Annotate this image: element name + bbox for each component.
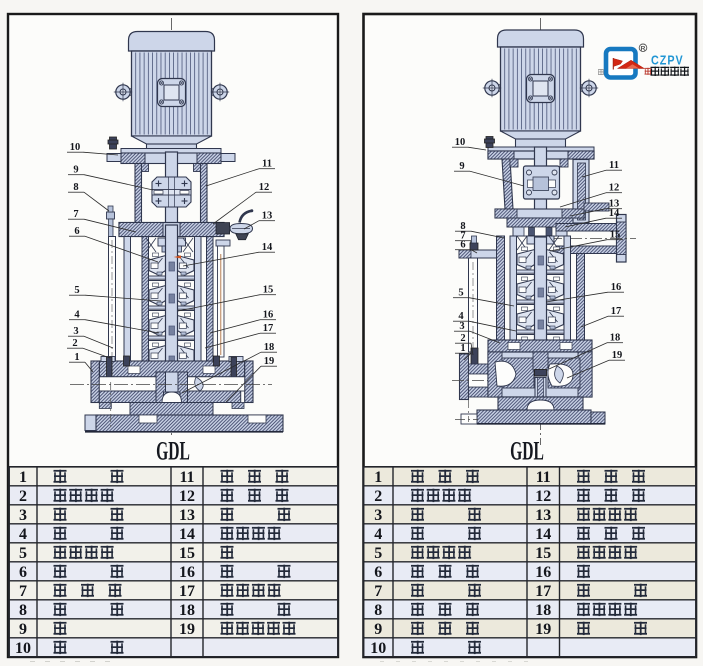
svg-text:14: 14 (609, 208, 620, 219)
svg-text:2: 2 (72, 338, 77, 349)
svg-text:8: 8 (19, 602, 27, 619)
svg-text:4: 4 (19, 526, 27, 543)
svg-text:16: 16 (611, 282, 622, 293)
svg-text:12: 12 (179, 488, 195, 505)
svg-text:1: 1 (374, 469, 382, 486)
svg-text:CZPV: CZPV (651, 52, 684, 67)
svg-text:GDL: GDL (156, 436, 190, 465)
svg-text:4: 4 (458, 311, 464, 322)
svg-text:9: 9 (374, 621, 382, 638)
svg-text:19: 19 (264, 356, 275, 367)
svg-text:2: 2 (374, 488, 382, 505)
svg-text:3: 3 (19, 507, 27, 524)
svg-text:19: 19 (179, 621, 195, 638)
svg-text:9: 9 (19, 621, 27, 638)
svg-text:18: 18 (264, 342, 275, 353)
svg-text:10: 10 (370, 640, 386, 657)
svg-text:9: 9 (73, 165, 78, 176)
svg-text:6: 6 (19, 564, 27, 581)
svg-text:14: 14 (535, 526, 551, 543)
svg-text:8: 8 (374, 602, 382, 619)
svg-text:16: 16 (263, 310, 274, 321)
svg-text:R: R (641, 46, 646, 53)
svg-text:13: 13 (262, 211, 273, 222)
svg-text:16: 16 (535, 564, 551, 581)
svg-text:1: 1 (74, 352, 79, 363)
svg-text:15: 15 (535, 545, 551, 562)
svg-text:10: 10 (70, 142, 81, 153)
svg-text:6: 6 (374, 564, 382, 581)
svg-text:5: 5 (19, 545, 27, 562)
svg-text:10: 10 (455, 137, 466, 148)
svg-text:14: 14 (262, 242, 273, 253)
svg-text:15: 15 (263, 285, 274, 296)
svg-text:GDL: GDL (510, 436, 544, 465)
svg-text:15: 15 (179, 545, 195, 562)
svg-text:15: 15 (610, 230, 621, 241)
svg-text:1: 1 (460, 343, 465, 354)
svg-text:14: 14 (179, 526, 195, 543)
svg-text:3: 3 (374, 507, 382, 524)
svg-text:8: 8 (73, 182, 78, 193)
svg-text:3: 3 (73, 326, 78, 337)
svg-text:7: 7 (460, 231, 465, 242)
svg-text:18: 18 (535, 602, 551, 619)
svg-text:8: 8 (460, 221, 465, 232)
svg-text:17: 17 (263, 323, 274, 334)
svg-text:6: 6 (460, 240, 465, 251)
svg-text:17: 17 (179, 583, 195, 600)
svg-text:5: 5 (74, 285, 79, 296)
svg-text:13: 13 (179, 507, 195, 524)
svg-text:17: 17 (611, 306, 622, 317)
svg-text:12: 12 (535, 488, 551, 505)
svg-text:12: 12 (259, 182, 270, 193)
svg-text:4: 4 (374, 526, 382, 543)
svg-text:4: 4 (74, 310, 80, 321)
svg-text:5: 5 (458, 288, 463, 299)
svg-text:18: 18 (610, 333, 621, 344)
svg-text:18: 18 (179, 602, 195, 619)
svg-text:17: 17 (535, 583, 551, 600)
svg-text:11: 11 (179, 469, 194, 486)
svg-text:3: 3 (459, 321, 464, 332)
svg-text:11: 11 (536, 469, 551, 486)
svg-text:11: 11 (262, 159, 272, 170)
svg-text:7: 7 (374, 583, 382, 600)
svg-text:16: 16 (179, 564, 195, 581)
svg-text:2: 2 (460, 333, 465, 344)
svg-text:13: 13 (609, 199, 620, 210)
svg-text:9: 9 (459, 161, 464, 172)
svg-text:13: 13 (535, 507, 551, 524)
svg-text:11: 11 (609, 160, 619, 171)
svg-text:10: 10 (15, 640, 31, 657)
svg-text:6: 6 (74, 226, 79, 237)
svg-text:1: 1 (19, 469, 27, 486)
svg-text:19: 19 (612, 350, 623, 361)
svg-text:12: 12 (609, 183, 620, 194)
svg-text:2: 2 (19, 488, 27, 505)
svg-text:7: 7 (19, 583, 27, 600)
svg-text:5: 5 (374, 545, 382, 562)
svg-text:19: 19 (535, 621, 551, 638)
svg-text:7: 7 (73, 209, 78, 220)
